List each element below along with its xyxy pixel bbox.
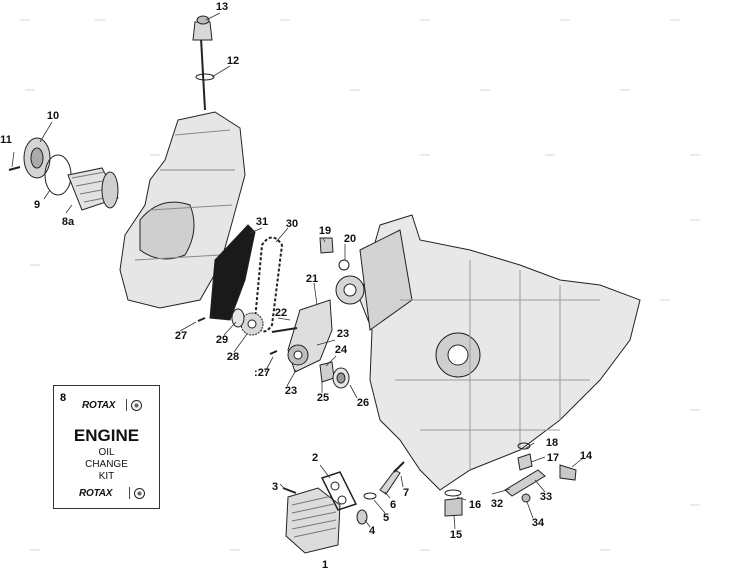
callout-18: 18 <box>545 437 559 449</box>
callout-19: 19 <box>318 225 332 237</box>
kit-callout-number: 8 <box>60 392 67 404</box>
callout-17: 17 <box>546 452 560 464</box>
dipstick-o-ring <box>195 73 215 81</box>
callout-10: 10 <box>46 110 60 122</box>
kit-line-change: CHANGE <box>85 459 128 470</box>
callout-27-a: 27 <box>174 330 188 342</box>
rotax-roundel-icon <box>131 400 142 411</box>
filter-o-ring <box>44 154 72 196</box>
callout-6: 6 <box>389 499 397 511</box>
callout-4: 4 <box>368 525 376 537</box>
callout-22: 22 <box>274 307 288 319</box>
callout-14: 14 <box>579 450 593 462</box>
filter-bolt <box>8 166 21 171</box>
callout-8a: 8a <box>61 216 75 228</box>
callout-11: 11 <box>0 134 12 146</box>
callout-5: 5 <box>382 512 390 524</box>
callout-1: 1 <box>321 559 329 571</box>
callout-3: 3 <box>271 481 279 493</box>
kit-brand-separator-bottom <box>129 487 130 499</box>
callout-16: 16 <box>468 499 482 511</box>
callout-28: 28 <box>226 351 240 363</box>
oil-cooler <box>285 487 341 554</box>
kit-line-kit: KIT <box>98 471 115 482</box>
callout-25: 25 <box>316 392 330 404</box>
kit-brand-separator-top <box>126 399 127 411</box>
kit-line-oil: OIL <box>98 447 115 458</box>
callout-13: 13 <box>215 1 229 13</box>
kit-brand-bottom: ROTAX <box>79 488 113 499</box>
kit-brand-top: ROTAX <box>82 400 116 411</box>
callout-32: 32 <box>490 498 504 510</box>
callout-23-b: 23 <box>284 385 298 397</box>
rotax-roundel-icon <box>134 488 145 499</box>
callout-34: 34 <box>531 517 545 529</box>
callout-21: 21 <box>305 273 319 285</box>
callout-27-b: :27 <box>254 367 270 379</box>
cooler-gasket <box>320 471 358 511</box>
callout-31: 31 <box>255 216 269 228</box>
callout-30: 30 <box>285 218 299 230</box>
callout-20: 20 <box>343 233 357 245</box>
kit-title: ENGINE <box>73 426 140 445</box>
oil-change-kit-box: 8 ROTAX ENGINE OIL CHANGE KIT ROTAX <box>53 385 160 509</box>
callout-2: 2 <box>311 452 319 464</box>
callout-24: 24 <box>334 344 348 356</box>
callout-15: 15 <box>449 529 463 541</box>
callout-23-a: 23 <box>336 328 350 340</box>
callout-12: 12 <box>226 55 240 67</box>
chain-guide-cover <box>209 224 256 321</box>
callout-9: 9 <box>33 199 41 211</box>
callout-7: 7 <box>402 487 410 499</box>
crankcase <box>359 214 641 491</box>
callout-33: 33 <box>539 491 553 503</box>
oil-bracket <box>504 469 546 497</box>
callout-29: 29 <box>215 334 229 346</box>
callout-26: 26 <box>356 397 370 409</box>
